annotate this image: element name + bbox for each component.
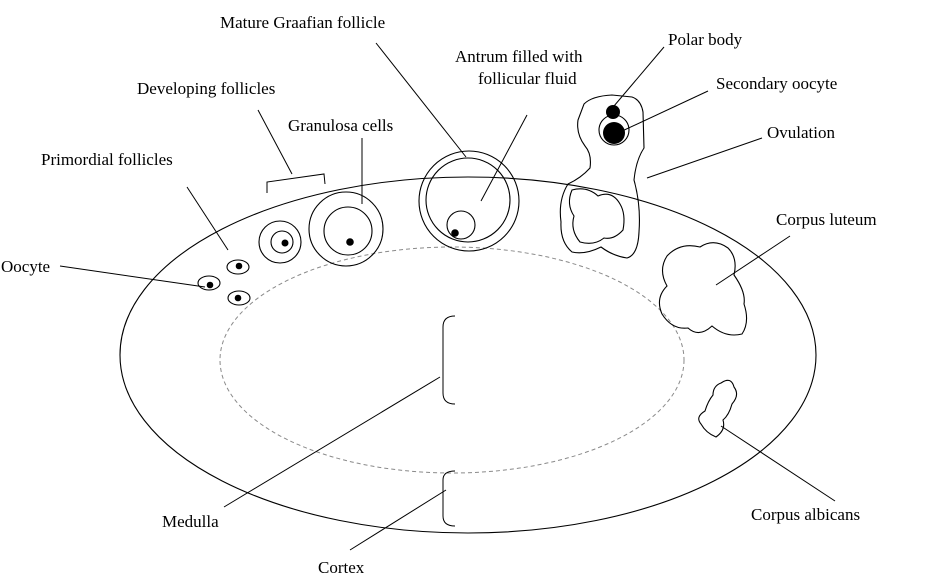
- medulla-region: [220, 247, 684, 473]
- leader-developing: [258, 110, 292, 174]
- label-medulla: Medulla: [162, 512, 219, 531]
- leader-graafian: [376, 43, 466, 157]
- oocyte-dot: [282, 240, 289, 247]
- leader-corpus-albicans: [721, 426, 835, 501]
- polar-body-dot: [606, 105, 620, 119]
- label-mature-graafian-follicle: Mature Graafian follicle: [220, 13, 385, 32]
- leader-medulla: [224, 377, 440, 507]
- mature-graafian-follicle: [419, 151, 519, 251]
- leader-primordial: [187, 187, 228, 250]
- leader-oocyte: [60, 266, 205, 287]
- ovary-outline: [120, 177, 816, 533]
- developing-follicle-small-outer: [259, 221, 301, 263]
- label-polar-body: Polar body: [668, 30, 743, 49]
- oocyte-dot: [451, 229, 459, 237]
- oocyte-dot: [207, 282, 214, 289]
- oocyte-dot: [346, 238, 354, 246]
- cumulus-oophorus: [447, 211, 475, 239]
- label-granulosa-cells: Granulosa cells: [288, 116, 393, 135]
- primordial-follicles: [198, 260, 250, 305]
- label-secondary-oocyte: Secondary oocyte: [716, 74, 837, 93]
- label-corpus-luteum: Corpus luteum: [776, 210, 877, 229]
- label-antrum-line1: Antrum filled with: [455, 47, 583, 66]
- leader-antrum: [481, 115, 527, 201]
- ovulating-follicle-outline: [560, 95, 644, 258]
- label-cortex: Cortex: [318, 558, 365, 577]
- label-corpus-albicans: Corpus albicans: [751, 505, 860, 524]
- label-oocyte: Oocyte: [1, 257, 50, 276]
- leader-lines: [60, 43, 835, 550]
- secondary-oocyte-dot: [603, 122, 625, 144]
- developing-follicle-large-inner: [324, 207, 372, 255]
- label-primordial-follicles: Primordial follicles: [41, 150, 173, 169]
- label-ovulation: Ovulation: [767, 123, 835, 142]
- medulla-bracket: [443, 316, 455, 404]
- corpus-albicans: [699, 380, 737, 437]
- corpus-luteum: [659, 243, 746, 335]
- oocyte-dot: [236, 263, 243, 270]
- label-developing-follicles: Developing follicles: [137, 79, 275, 98]
- leader-corpus-luteum: [716, 236, 790, 285]
- cortex-bracket: [443, 471, 455, 526]
- developing-follicles-bracket: [267, 174, 325, 193]
- oocyte-dot: [235, 295, 242, 302]
- ruptured-follicle-inner: [569, 189, 624, 243]
- label-antrum-line2: follicular fluid: [478, 69, 577, 88]
- ovulation-structure: [560, 95, 644, 258]
- leader-ovulation: [647, 138, 762, 178]
- developing-follicles: [259, 192, 383, 266]
- leader-polar-body: [614, 47, 664, 106]
- leader-cortex: [350, 490, 446, 550]
